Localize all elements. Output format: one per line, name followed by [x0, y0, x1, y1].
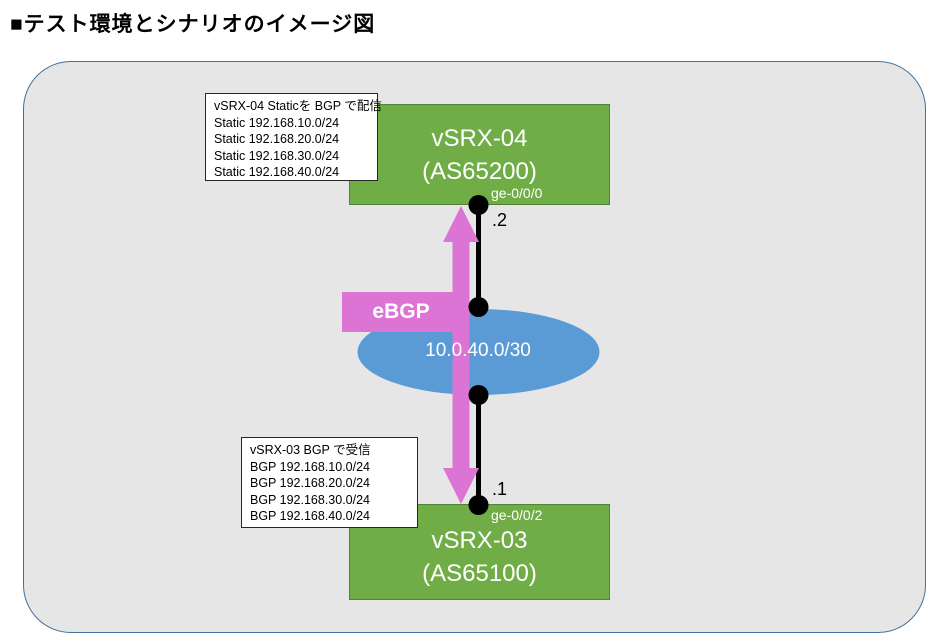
- node-vsrx04: vSRX-04 (AS65200): [349, 104, 610, 205]
- note-vsrx04-advertise: vSRX-04 Staticを BGP で配信 Static 192.168.1…: [205, 93, 382, 181]
- ebgp-label-box: eBGP: [342, 292, 460, 332]
- note-line: BGP 192.168.10.0/24: [250, 459, 371, 474]
- vsrx04-ip-label: .2: [492, 210, 508, 230]
- node-vsrx04-asn: (AS65200): [422, 157, 537, 185]
- subnet-label: 10.0.40.0/30: [425, 340, 531, 361]
- vsrx03-interface-label: ge-0/0/2: [491, 507, 543, 523]
- node-vsrx03-asn: (AS65100): [422, 560, 537, 587]
- note-line: BGP 192.168.30.0/24: [250, 492, 371, 507]
- note-line: BGP 192.168.20.0/24: [250, 476, 371, 490]
- vsrx03-ip-label: .1: [492, 479, 508, 499]
- note-title: vSRX-04 Staticを BGP で配信: [214, 99, 382, 113]
- note-line: Static 192.168.30.0/24: [214, 148, 340, 163]
- node-vsrx03-name: vSRX-03: [431, 527, 528, 554]
- node-vsrx04-name: vSRX-04: [431, 124, 528, 152]
- note-vsrx03-receive: vSRX-03 BGP で受信 BGP 192.168.10.0/24 BGP …: [241, 437, 418, 528]
- note-line: BGP 192.168.40.0/24: [250, 509, 371, 523]
- ebgp-label: eBGP: [372, 300, 430, 323]
- vsrx04-interface-label: ge-0/0/0: [491, 185, 543, 201]
- note-line: Static 192.168.20.0/24: [214, 132, 340, 146]
- note-title: vSRX-03 BGP で受信: [250, 443, 371, 457]
- note-line: Static 192.168.10.0/24: [214, 115, 340, 130]
- page-title: ■テスト環境とシナリオのイメージ図: [10, 13, 376, 36]
- note-line: Static 192.168.40.0/24: [214, 165, 340, 179]
